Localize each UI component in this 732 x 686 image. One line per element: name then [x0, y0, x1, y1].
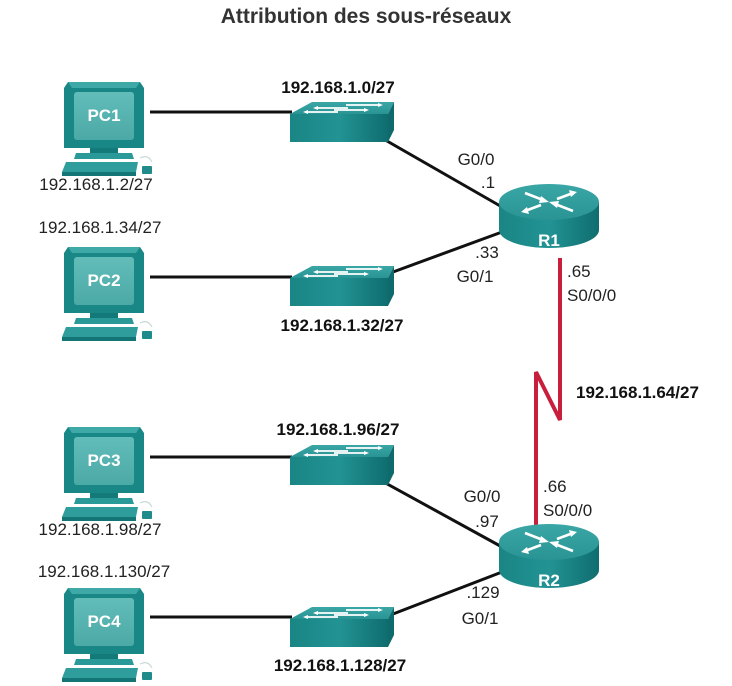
pc-ip-address: 192.168.1.2/27 [39, 175, 152, 194]
interface-host-g0-0: .1 [481, 173, 495, 192]
diagram-title: Attribution des sous-réseaux [221, 5, 512, 28]
interface-host-g0-1: .129 [466, 583, 499, 602]
serial-link-r1-r2 [534, 258, 562, 530]
switch-1[interactable]: 192.168.1.0/27 [281, 78, 395, 143]
pc-ip-address: 192.168.1.34/27 [39, 218, 162, 237]
pc-name: PC1 [87, 106, 120, 125]
pc-icon [61, 426, 153, 522]
pc-name: PC2 [87, 271, 120, 290]
pc-ip-address: 192.168.1.98/27 [39, 520, 162, 539]
pc-name: PC4 [87, 612, 121, 631]
pc-icon [61, 587, 153, 683]
link-switch3-r2 [379, 478, 503, 549]
pc-2[interactable]: PC2 192.168.1.34/27 [39, 218, 162, 342]
interface-name-g0-0: G0/0 [458, 150, 495, 169]
switch-icon [289, 265, 395, 307]
switch-network-label: 192.168.1.96/27 [277, 420, 400, 439]
pc-3[interactable]: PC3 192.168.1.98/27 [39, 426, 162, 539]
pc-icon [61, 246, 153, 342]
switch-4[interactable]: 192.168.1.128/27 [274, 606, 406, 675]
interface-name-g0-0: G0/0 [464, 487, 501, 506]
link-switch2-r1 [392, 230, 503, 274]
link-switch4-r2 [392, 570, 503, 616]
switch-network-label: 192.168.1.32/27 [281, 316, 404, 335]
pc-icon [61, 81, 153, 177]
switch-2[interactable]: 192.168.1.32/27 [281, 265, 404, 335]
pc-ip-address: 192.168.1.130/27 [38, 562, 170, 581]
interface-host-s0-0-0: .65 [567, 262, 591, 281]
interface-name-s0-0-0: S0/0/0 [567, 286, 616, 305]
router-name: R1 [538, 231, 560, 250]
switch-network-label: 192.168.1.0/27 [281, 78, 394, 97]
pc-name: PC3 [87, 451, 120, 470]
router-name: R2 [538, 571, 560, 590]
interface-host-s0-0-0: .66 [543, 477, 567, 496]
interface-host-g0-0: .97 [475, 512, 499, 531]
switch-3[interactable]: 192.168.1.96/27 [277, 420, 400, 486]
interface-name-s0-0-0: S0/0/0 [543, 501, 592, 520]
switch-icon [289, 444, 395, 486]
pc-1[interactable]: PC1 192.168.1.2/27 [39, 81, 153, 194]
link-switch1-r1 [379, 135, 503, 209]
interface-host-g0-1: .33 [475, 243, 499, 262]
serial-network-label: 192.168.1.64/27 [576, 383, 699, 402]
links [150, 110, 562, 619]
switch-network-label: 192.168.1.128/27 [274, 656, 406, 675]
router-r2[interactable]: R2 G0/0 .97 .129 G0/1 .66 S0/0/0 [462, 477, 601, 628]
interface-name-g0-1: G0/1 [457, 267, 494, 286]
interface-name-g0-1: G0/1 [462, 609, 499, 628]
switch-icon [289, 101, 395, 143]
router-r1[interactable]: R1 G0/0 .1 .33 G0/1 .65 S0/0/0 [457, 150, 617, 305]
switch-icon [289, 606, 395, 648]
pc-4[interactable]: PC4 192.168.1.130/27 [38, 562, 170, 683]
